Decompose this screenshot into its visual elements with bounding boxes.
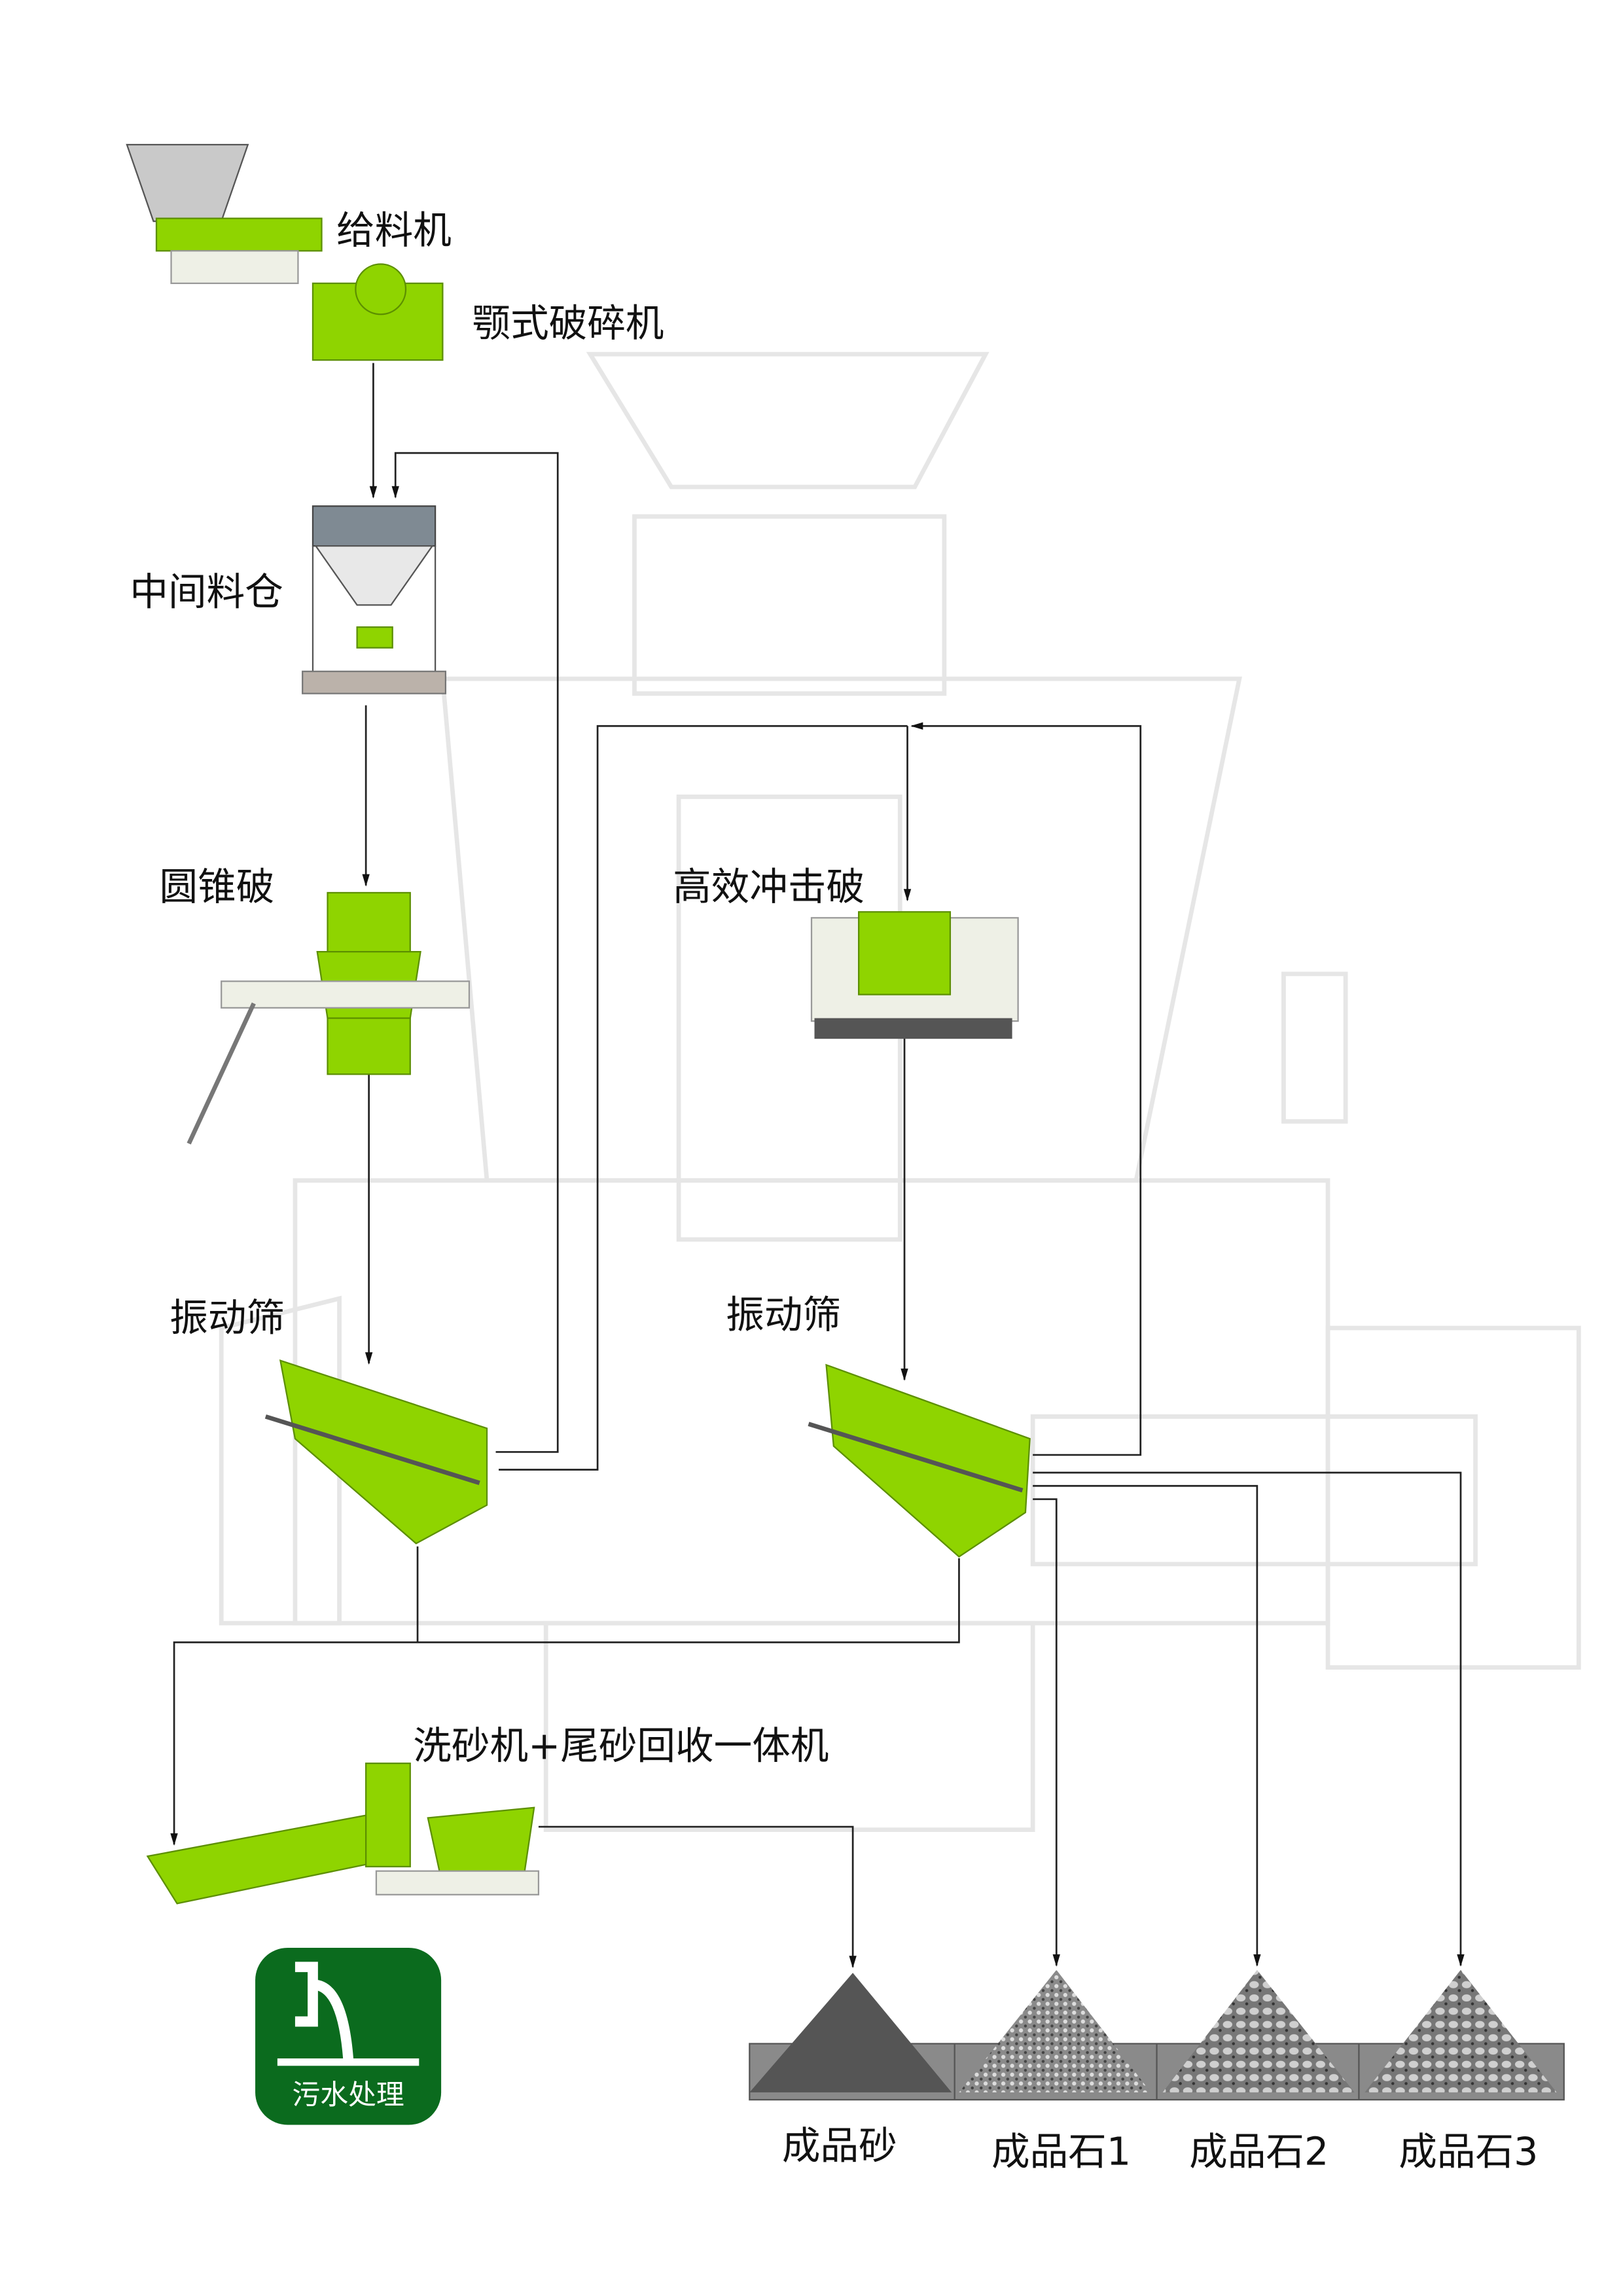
product-label-stone-3: 成品石3 bbox=[1399, 2129, 1538, 2174]
sewage-pipe-icon bbox=[294, 1962, 353, 2063]
impact-crusher-label: 高效冲击破 bbox=[673, 865, 865, 909]
vibrating-screen-1-machine bbox=[264, 1359, 488, 1545]
sand-washer-machine bbox=[146, 1762, 540, 1905]
impact-crusher-machine bbox=[810, 911, 1019, 1039]
sand-washer-label: 洗砂机+尾砂回收一体机 bbox=[413, 1723, 829, 1768]
jaw-crusher-label: 颚式破碎机 bbox=[472, 301, 664, 346]
pile-sand bbox=[749, 1973, 952, 2092]
product-label-stone-1: 成品石1 bbox=[991, 2129, 1131, 2174]
vibrating-screen-2-label: 振动筛 bbox=[726, 1293, 841, 1337]
cone-crusher-label: 圆锥破 bbox=[160, 865, 275, 909]
vibrating-screen-1-label: 振动筛 bbox=[169, 1296, 285, 1340]
background-cone-crusher-drawing bbox=[219, 351, 1581, 1832]
product-label-stone-2: 成品石2 bbox=[1189, 2129, 1329, 2174]
jaw-crusher-machine bbox=[312, 263, 444, 361]
flow-lines bbox=[170, 363, 1465, 1969]
pile-stone-1 bbox=[959, 1969, 1151, 2092]
sewage-label: 污水处理 bbox=[292, 2079, 404, 2111]
feeder-label: 给料机 bbox=[336, 208, 452, 253]
sewage-treatment-badge: 污水处理 bbox=[255, 1947, 442, 2125]
vibrating-screen-2-machine bbox=[808, 1363, 1031, 1558]
product-label-sand: 成品砂 bbox=[782, 2123, 897, 2168]
intermediate-bin-label: 中间料仓 bbox=[130, 569, 283, 614]
intermediate-bin-machine bbox=[302, 505, 447, 694]
product-bins bbox=[749, 1969, 1565, 2101]
cone-crusher-machine bbox=[187, 891, 471, 1145]
pile-stone-2 bbox=[1162, 1969, 1355, 2092]
feeder-machine bbox=[126, 143, 323, 284]
pile-stone-3 bbox=[1364, 1969, 1557, 2092]
